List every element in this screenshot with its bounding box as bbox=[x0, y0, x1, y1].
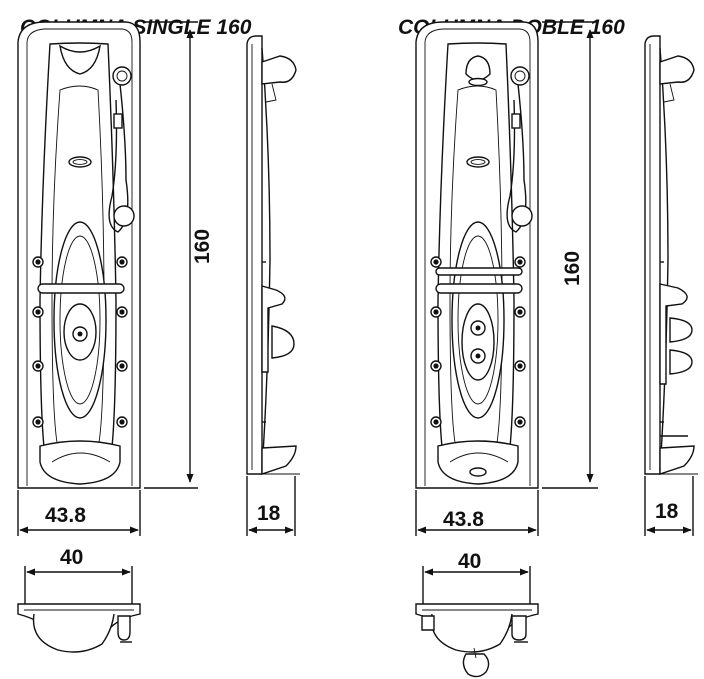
single-dimension-lines bbox=[17, 21, 296, 604]
single-base-label: 40 bbox=[60, 546, 83, 569]
single-bottom-view bbox=[17, 603, 141, 653]
single-depth-label: 18 bbox=[257, 502, 281, 525]
doble-base-label: 40 bbox=[458, 550, 481, 573]
single-width-label: 43.8 bbox=[45, 504, 86, 527]
doble-depth-label: 18 bbox=[655, 500, 679, 523]
doble-side-view bbox=[644, 35, 699, 475]
doble-dimension-lines bbox=[415, 21, 694, 604]
single-side-view bbox=[246, 35, 301, 475]
single-height-label: 160 bbox=[191, 229, 214, 264]
doble-height-label: 160 bbox=[561, 251, 584, 286]
doble-bottom-view bbox=[415, 603, 539, 678]
doble-width-label: 43.8 bbox=[443, 508, 484, 531]
single-front-view bbox=[18, 22, 140, 488]
doble-front-view bbox=[416, 22, 538, 488]
